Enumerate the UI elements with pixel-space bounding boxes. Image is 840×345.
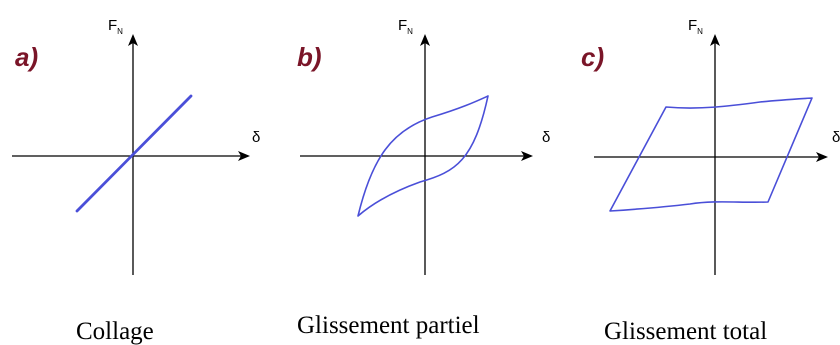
panel-c-letter: c)	[581, 42, 604, 72]
panel-c-caption: Glissement total	[604, 318, 767, 345]
panel-a-y-axis-label: FN	[108, 17, 123, 36]
panel-c-y-axis-label: FN	[688, 17, 703, 36]
panel-b-y-axis-label: FN	[398, 17, 413, 36]
panel-b-letter: b)	[297, 42, 322, 72]
panel-a-linear-curve	[75, 94, 193, 213]
panel-b: b) FN δ Glissement partiel	[297, 17, 550, 339]
panel-c-hysteresis-loop	[609, 97, 813, 212]
panel-a: a) FN δ Collage	[12, 17, 260, 345]
panel-c: c) FN δ Glissement total	[581, 17, 840, 345]
panel-b-hysteresis-loop	[357, 95, 489, 217]
panel-a-letter: a)	[15, 42, 38, 72]
panel-b-caption: Glissement partiel	[297, 312, 480, 339]
panel-b-x-axis-label: δ	[542, 129, 550, 146]
panel-c-x-axis-label: δ	[832, 129, 840, 146]
panel-a-x-axis-label: δ	[252, 129, 260, 146]
panel-a-caption: Collage	[76, 318, 154, 345]
